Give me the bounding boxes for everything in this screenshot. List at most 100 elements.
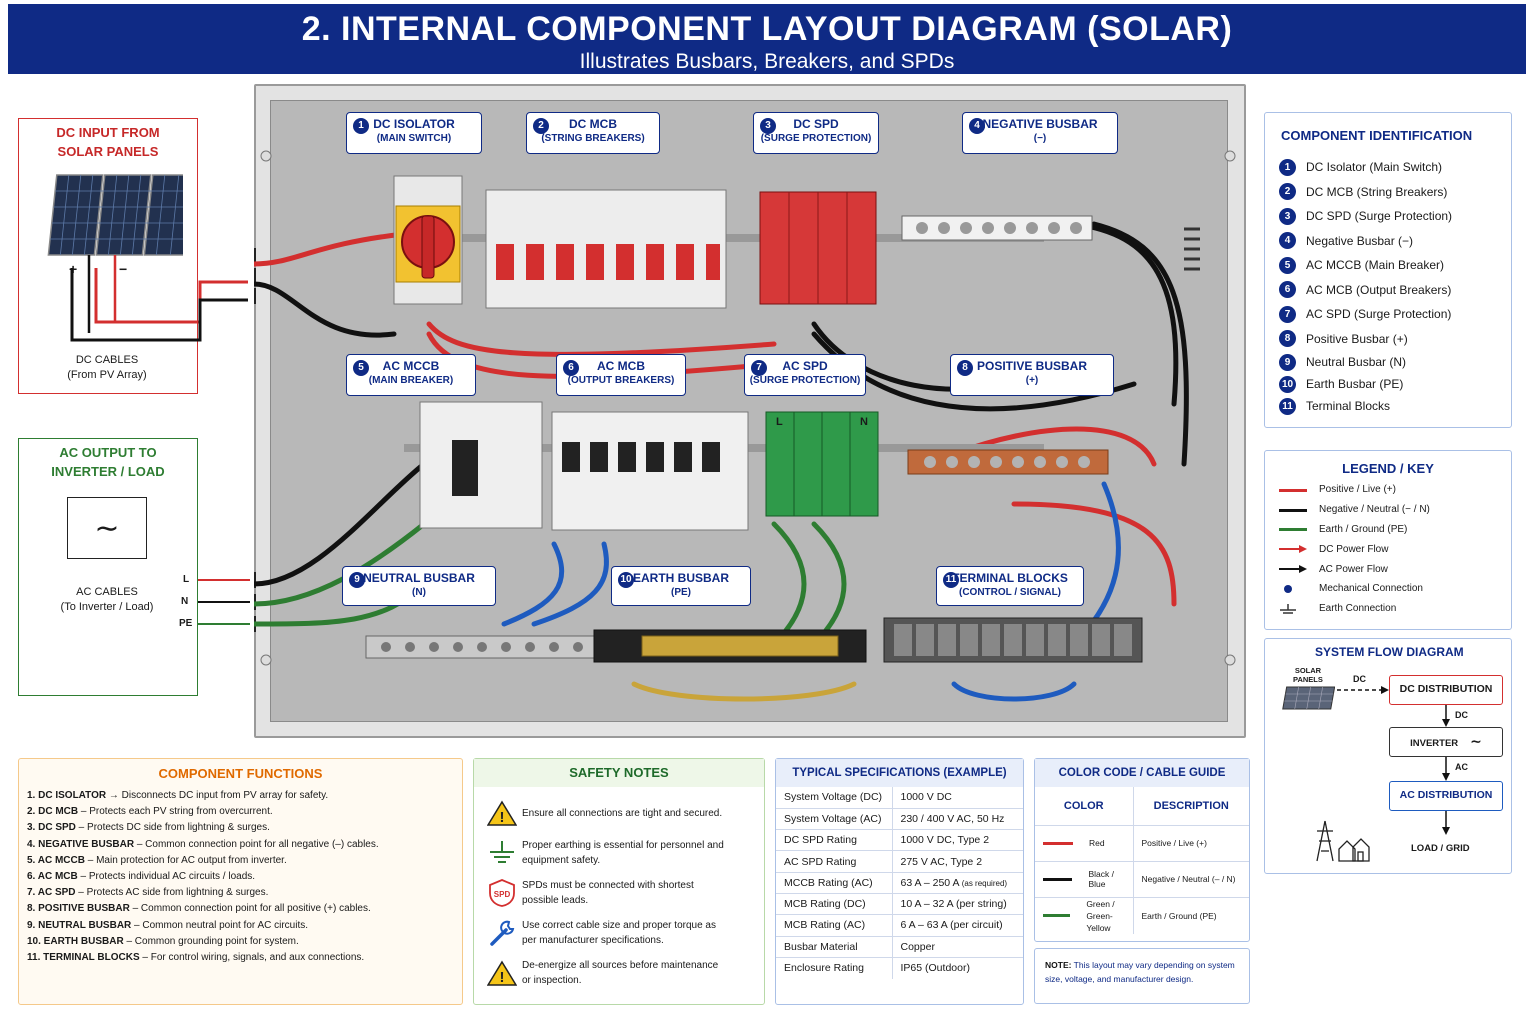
callout-title: TERMINAL BLOCKS	[952, 571, 1068, 585]
flow-arrow-down-3	[1442, 811, 1450, 835]
warning-icon: !	[482, 960, 522, 986]
dc-cables-caption-2: (From PV Array)	[67, 369, 147, 381]
earth-ground-icon	[482, 840, 522, 866]
flow-arrow-down-1	[1442, 705, 1450, 727]
safety-note: Use correct cable size and proper torque…	[482, 913, 764, 953]
black-line-icon	[1279, 505, 1307, 515]
legend-item: Negative / Neutral (− / N)	[1279, 500, 1511, 520]
callout-subtitle: (CONTROL / SIGNAL)	[958, 587, 1062, 598]
safety-notes-title: SAFETY NOTES	[474, 759, 764, 787]
specifications-panel: TYPICAL SPECIFICATIONS (EXAMPLE) System …	[775, 758, 1024, 1005]
callout-subtitle: (SURGE PROTECTION)	[760, 133, 872, 144]
svg-text:!: !	[500, 969, 505, 986]
warning-icon: !	[482, 800, 522, 826]
page-subtitle: Illustrates Busbars, Breakers, and SPDs	[579, 50, 955, 73]
ac-mcb-devices	[551, 411, 749, 531]
list-item: 7. AC SPD – Protects AC side from lightn…	[27, 887, 269, 899]
flow-solar-label: SOLAR PANELS	[1293, 666, 1323, 684]
terminal-n-label: N	[181, 596, 189, 607]
terminal-blocks-device	[883, 617, 1143, 663]
component-functions-panel: COMPONENT FUNCTIONS 1. DC ISOLATOR → Dis…	[18, 758, 463, 1005]
callout-earth-busbar: 10 EARTH BUSBAR (PE)	[611, 566, 751, 606]
callout-number: 7	[751, 360, 767, 376]
flow-dc-distribution-box: DC DISTRIBUTION	[1389, 675, 1503, 705]
list-item: 2. DC MCB – Protects each PV string from…	[27, 806, 273, 818]
legend-item: Earth Connection	[1279, 599, 1511, 619]
flow-ac-label: AC	[1455, 762, 1468, 772]
terminal-l-label: L	[183, 574, 190, 585]
dot-icon	[1284, 584, 1292, 593]
black-arrow-icon	[1279, 565, 1307, 574]
safety-note: ! De-energize all sources before mainten…	[482, 953, 764, 993]
legend-item: AC Power Flow	[1279, 559, 1511, 579]
dc-spd-devices	[759, 191, 877, 305]
callout-number: 6	[563, 360, 579, 376]
list-item: 11. TERMINAL BLOCKS – For control wiring…	[27, 952, 365, 964]
callout-number: 3	[760, 118, 776, 134]
callout-dc-spd: 3 DC SPD (SURGE PROTECTION)	[753, 112, 879, 154]
spd-shield-icon: SPD	[482, 879, 522, 907]
table-row: Red Positive / Live (+)	[1035, 825, 1249, 862]
callout-subtitle: (N)	[412, 587, 426, 598]
callout-number: 8	[957, 360, 973, 376]
callout-dc-isolator: 1 DC ISOLATOR (MAIN SWITCH)	[346, 112, 482, 154]
legend-item: Mechanical Connection	[1279, 579, 1511, 599]
pylon-house-icon	[1316, 820, 1370, 862]
dc-minus-sign: −	[119, 261, 128, 277]
callout-terminal-blocks: 11 TERMINAL BLOCKS (CONTROL / SIGNAL)	[936, 566, 1084, 606]
legend-title: LEGEND / KEY	[1342, 461, 1434, 476]
callout-title: NEGATIVE BUSBAR	[982, 117, 1098, 131]
ac-spd-devices	[765, 411, 879, 517]
callout-subtitle: (+)	[1025, 375, 1039, 386]
ac-spd-l-label: L	[776, 416, 783, 428]
callout-subtitle: (PE)	[671, 587, 691, 598]
terminal-pe-label: PE	[179, 618, 193, 629]
positive-busbar-device	[907, 449, 1109, 475]
legend-item: Earth / Ground (PE)	[1279, 520, 1511, 540]
component-functions-title: COMPONENT FUNCTIONS	[158, 766, 323, 781]
callout-number: 1	[353, 118, 369, 134]
legend-item: DC Power Flow	[1279, 539, 1511, 559]
red-arrow-icon	[1279, 545, 1307, 554]
note-text: NOTE: This layout may vary depending on …	[1045, 960, 1235, 984]
system-flow-panel: SYSTEM FLOW DIAGRAM SOLAR PANELS DC DC D…	[1264, 638, 1512, 874]
wrench-icon	[482, 919, 522, 947]
dc-input-panel: DC INPUT FROM SOLAR PANELS + − DC CABLES…	[18, 118, 198, 394]
ac-cables-caption-2: (To Inverter / Load)	[60, 601, 154, 613]
flow-inverter-box: INVERTER∼	[1389, 727, 1503, 757]
callout-title: DC MCB	[569, 117, 617, 131]
callout-title: AC MCB	[597, 359, 645, 373]
svg-text:SPD: SPD	[494, 890, 511, 899]
safety-note: SPD SPDs must be connected with shortest…	[482, 873, 764, 913]
header-banner: 2. INTERNAL COMPONENT LAYOUT DIAGRAM (SO…	[8, 4, 1526, 74]
system-flow-title: SYSTEM FLOW DIAGRAM	[1315, 645, 1464, 659]
callout-ac-mcb: 6 AC MCB (OUTPUT BREAKERS)	[556, 354, 686, 396]
red-line-icon	[1279, 485, 1307, 495]
callout-subtitle: (SURGE PROTECTION)	[749, 375, 861, 386]
enclosure-internals	[254, 150, 1236, 702]
color-code-title: COLOR CODE / CABLE GUIDE	[1035, 759, 1249, 787]
legend-item: Positive / Live (+)	[1279, 480, 1511, 500]
callout-number: 9	[349, 572, 365, 588]
specifications-table: System Voltage (DC)1000 V DC System Volt…	[776, 787, 1023, 979]
table-row: MCCB Rating (AC)63 A – 250 A (as require…	[776, 872, 1023, 894]
flow-ac-distribution-box: AC DISTRIBUTION	[1389, 781, 1503, 811]
callout-title: DC ISOLATOR	[373, 117, 455, 131]
callout-positive-busbar: 8 POSITIVE BUSBAR (+)	[950, 354, 1114, 396]
callout-title: EARTH BUSBAR	[633, 571, 729, 585]
callout-subtitle: (−)	[1033, 133, 1047, 144]
legend-panel: LEGEND / KEY Positive / Live (+) Negativ…	[1264, 450, 1512, 630]
callout-number: 11	[943, 572, 959, 588]
flow-solar-panel-icon	[1282, 686, 1335, 710]
